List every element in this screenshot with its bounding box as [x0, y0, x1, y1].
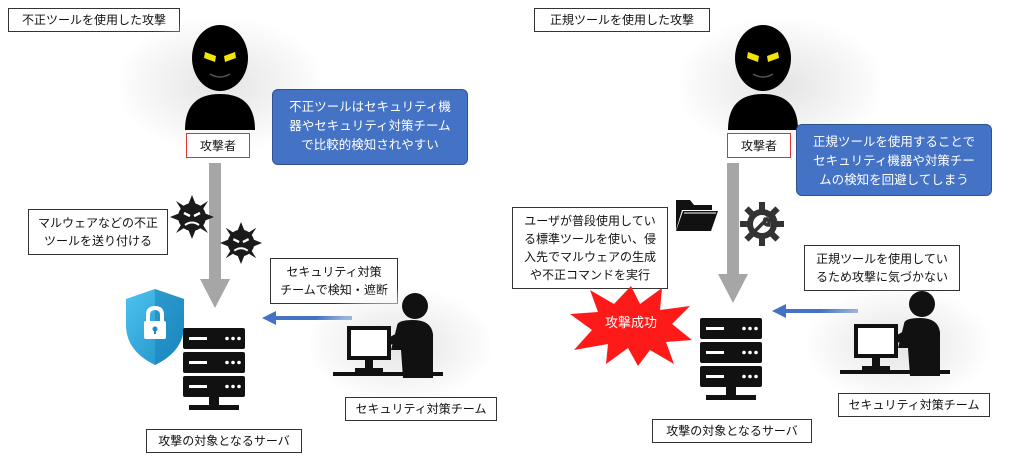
explosion-burst-icon — [570, 286, 692, 366]
left-server-label: 攻撃の対象となるサーバ — [146, 429, 302, 453]
left-team-label: セキュリティ対策チーム — [345, 397, 497, 421]
right-team-label: セキュリティ対策チーム — [838, 393, 990, 417]
left-attacker-label: 攻撃者 — [186, 133, 250, 158]
right-server-label: 攻撃の対象となるサーバ — [652, 419, 812, 443]
attack-arrow-down — [718, 163, 748, 303]
gear-wrench-icon — [740, 202, 784, 246]
left-malware-note: マルウェアなどの不正 ツールを送り付ける — [28, 209, 168, 255]
attack-success-label: 攻撃成功 — [604, 316, 657, 331]
right-attacker-label: 攻撃者 — [727, 133, 791, 158]
server-icon — [700, 318, 762, 400]
right-callout-bubble: 正規ツールを使用することで セキュリティ機器や対策チー ムの検知を回避してしまう — [796, 124, 992, 196]
shield-lock-icon — [126, 289, 184, 365]
malware-virus-icon — [220, 222, 262, 264]
security-analyst-icon — [840, 291, 950, 376]
left-callout-bubble: 不正ツールはセキュリティ機 器やセキュリティ対策チーム で比較的検知されやすい — [272, 89, 468, 165]
right-tool-note: ユーザが普段使用してい る標準ツールを使い、侵 入先でマルウェアの生成 や不正コ… — [512, 207, 668, 289]
hacker-icon — [728, 25, 798, 130]
hacker-icon — [185, 25, 255, 130]
right-unaware-note: 正規ツールを使用してい るため攻撃に気づかない — [804, 245, 960, 291]
attack-arrow-down — [200, 163, 230, 308]
security-analyst-icon — [333, 293, 443, 378]
server-icon — [183, 328, 245, 410]
malware-virus-icon — [170, 195, 214, 239]
folder-icon — [676, 200, 718, 231]
